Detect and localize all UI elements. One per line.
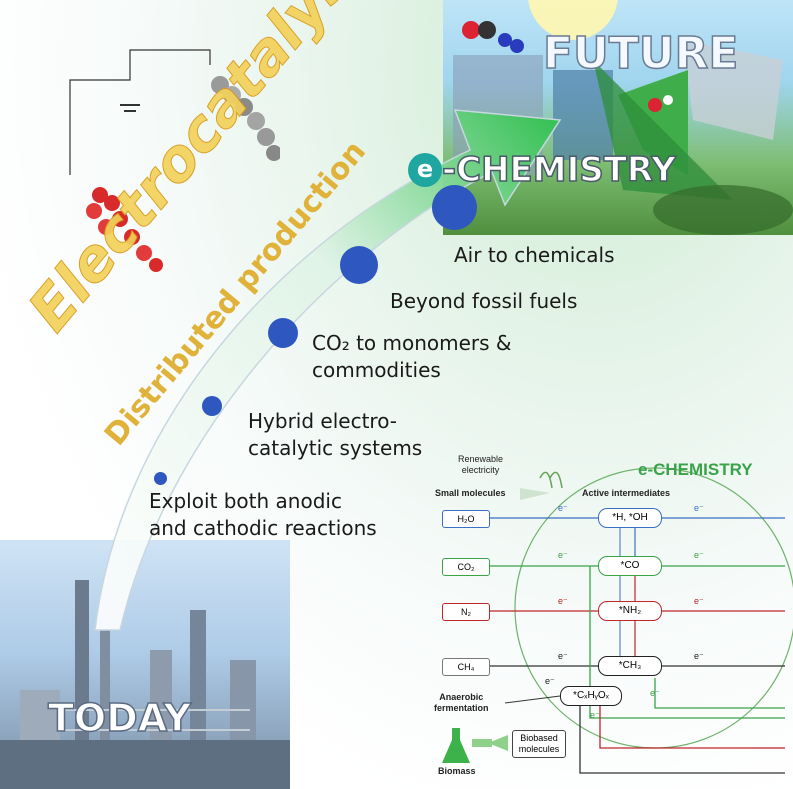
electron-label: e⁻ [694,550,704,560]
intermediate-h-oh: *H, *OH [598,508,662,528]
future-panel: FUTURE [443,0,793,235]
anaerobic-fermentation-label: Anaerobic fermentation [434,692,489,713]
milestone-label-1: Exploit both anodic and cathodic reactio… [149,489,377,540]
intermediate-cxhyoz: *CₓHᵧOₓ [560,686,622,706]
milestone-dot-1 [154,472,167,485]
electron-label: e⁻ [558,651,568,661]
input-h2o: H₂O [442,510,490,528]
milestone-dot-4 [340,246,378,284]
refinery-illustration [0,580,290,789]
today-label: TODAY [47,695,192,741]
biobased-molecules-box: Biobased molecules [512,730,566,758]
today-panel: TODAY [0,540,290,789]
echemistry-logo: e [408,153,442,187]
electron-label: e⁻ [558,503,568,513]
electron-label: e⁻ [694,651,704,661]
biomass-flask-icon [442,728,470,763]
electron-label: e⁻ [558,596,568,606]
future-illustration [453,0,793,235]
input-n2: N₂ [442,603,490,621]
intermediate-co: *CO [598,556,662,576]
biomass-label: Biomass [438,766,476,776]
electron-label: e⁻ [650,688,660,698]
electron-label: e⁻ [590,710,600,720]
milestone-dot-3 [268,318,298,348]
input-co2: CO₂ [442,558,490,576]
anode-cluster [211,76,280,161]
small-molecules-label: Small molecules [435,488,506,498]
echemistry-scheme: e-CHEMISTRY Renewable electricity Small … [420,448,793,789]
echemistry-banner: e-CHEMISTRY [408,149,677,191]
intermediate-nh2: *NH₂ [598,601,662,621]
echemistry-banner-text: -CHEMISTRY [441,149,676,191]
active-intermediates-label: Active intermediates [582,488,671,498]
electron-label: e⁻ [558,550,568,560]
electron-label: e⁻ [694,503,704,513]
electron-label: e⁻ [545,676,555,686]
milestone-dot-5 [432,185,477,230]
electron-label: e⁻ [694,596,704,606]
milestone-label-3: CO₂ to monomers & commodities [312,331,512,382]
renewable-electricity-label: Renewable electricity [458,454,504,475]
cathode-cluster [86,187,163,272]
milestone-dot-2 [202,396,222,416]
future-label: FUTURE [542,27,739,80]
input-ch4: CH₄ [442,658,490,676]
scheme-title: e-CHEMISTRY [638,460,753,479]
electrode-circuit [69,49,280,272]
milestone-label-5: Air to chemicals [454,243,615,267]
milestone-label-2: Hybrid electro- catalytic systems [248,409,423,460]
intermediate-ch3: *CH₃ [598,656,662,676]
wind-turbine-icon [539,471,563,489]
milestone-label-4: Beyond fossil fuels [390,289,578,313]
